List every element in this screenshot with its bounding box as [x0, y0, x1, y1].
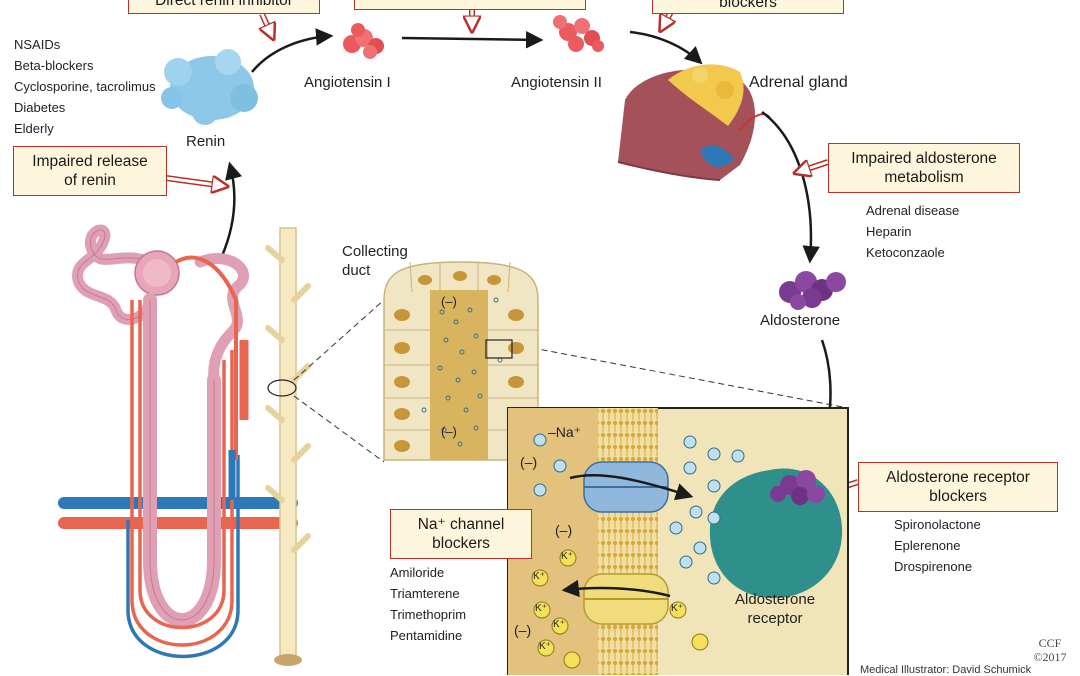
- zoom-line-lower: [293, 395, 385, 463]
- duct-charge-top: (–): [441, 294, 457, 309]
- angiotensin-1-label: Angiotensin I: [304, 74, 391, 91]
- receptor-drugs-list: Spironolactone Eplerenone Drospirenone: [894, 514, 981, 577]
- credit-year: ©2017: [1033, 650, 1067, 664]
- collecting-duct-line: duct: [342, 262, 371, 279]
- cell-zoom-panel: [507, 407, 849, 675]
- aldosterone-label: Aldosterone: [760, 312, 841, 329]
- renin-cause-item: NSAIDs: [14, 37, 61, 52]
- duct-charge-bottom: (–): [441, 424, 457, 439]
- impaired-renin-release-box: Impaired release of renin: [13, 146, 167, 196]
- zoom-line-cell-upper: [511, 343, 849, 409]
- lumen-charge-lower: (–): [514, 622, 532, 638]
- metabolism-causes-list: Adrenal disease Heparin Ketoconzaole: [866, 200, 959, 263]
- channel-drug-item: Amiloride: [390, 565, 445, 580]
- arrow-adrenal-to-aldosterone: [761, 110, 820, 264]
- aldosterone-molecule: [779, 271, 846, 310]
- impaired-renin-release-line: Impaired release: [32, 153, 148, 170]
- collecting-duct-section: [383, 261, 539, 461]
- metabolism-cause-item: Heparin: [866, 224, 912, 239]
- angiotensin-2-molecule: [553, 15, 604, 52]
- nephron-graphic: [58, 224, 311, 666]
- k-ion-label: K⁺: [553, 619, 565, 630]
- direct-renin-inhibitor-box: Direct renin inhibitor: [128, 0, 320, 14]
- renin-cause-item: Elderly: [14, 121, 54, 136]
- collecting-duct-label: Collecting duct: [342, 242, 408, 280]
- renin-label: Renin: [186, 133, 226, 150]
- lumen-charge-upper: (–): [520, 454, 538, 470]
- zoom-line-upper: [293, 299, 385, 381]
- aldosterone-receptor-line: Aldosterone: [735, 591, 816, 608]
- na-ion-label: –Na⁺: [548, 424, 582, 440]
- metabolism-cause-item: Ketoconzaole: [866, 245, 945, 260]
- receptor-drug-item: Drospirenone: [894, 559, 973, 574]
- arb-box-text: blockers: [719, 0, 777, 11]
- angiotensin-1-molecule: [343, 23, 384, 59]
- k-ion-label: K⁺: [539, 641, 551, 652]
- impaired-renin-release-line: of renin: [64, 172, 116, 189]
- receptor-drug-item: Eplerenone: [894, 538, 961, 553]
- credit-org: CCF: [1038, 636, 1062, 650]
- impaired-metabolism-line: Impaired aldosterone: [851, 150, 997, 167]
- na-channel-blockers-line: blockers: [432, 535, 490, 552]
- renin-cause-item: Diabetes: [14, 100, 66, 115]
- lumen-charge-middle: (–): [555, 522, 573, 538]
- metabolism-cause-item: Adrenal disease: [866, 203, 960, 218]
- impaired-metabolism-line: metabolism: [884, 169, 964, 186]
- ace-inhibitor-box: [354, 0, 586, 10]
- impaired-metabolism-box: Impaired aldosterone metabolism: [828, 143, 1020, 193]
- k-ion-label: K⁺: [535, 603, 547, 614]
- arrow-renin-to-ang1: [251, 28, 334, 73]
- na-channel-blockers-box: Na⁺ channel blockers: [390, 509, 532, 559]
- arrow-kidney-to-renin: [220, 161, 243, 257]
- direct-renin-inhibitor-text: Direct renin inhibitor: [155, 0, 293, 9]
- renin-cause-item: Beta-blockers: [14, 58, 94, 73]
- channel-drug-item: Triamterene: [390, 586, 460, 601]
- copyright-credit: CCF ©2017: [1022, 636, 1078, 664]
- aldosterone-receptor-label: Aldosterone receptor: [735, 590, 815, 628]
- na-channel-blockers-line: Na⁺ channel: [417, 516, 505, 533]
- collecting-duct-line: Collecting: [342, 243, 408, 260]
- receptor-blockers-line: Aldosterone receptor: [886, 469, 1030, 486]
- arrow-ang1-to-ang2: [401, 31, 544, 49]
- renin-molecule: [161, 49, 258, 125]
- adrenal-gland-graphic: [617, 64, 771, 181]
- channel-drug-item: Trimethoprim: [390, 607, 467, 622]
- illustrator-credit: Medical Illustrator: David Schumick: [860, 664, 1032, 676]
- receptor-blockers-box: Aldosterone receptor blockers: [858, 462, 1058, 512]
- k-ion-label: K⁺: [533, 571, 545, 582]
- k-ion-label: K⁺: [671, 603, 683, 614]
- renin-cause-item: Cyclosporine, tacrolimus: [14, 79, 156, 94]
- adrenal-gland-label: Adrenal gland: [749, 74, 848, 91]
- receptor-blockers-line: blockers: [929, 488, 987, 505]
- aldosterone-receptor-line: receptor: [747, 610, 803, 627]
- arb-box: blockers: [652, 0, 844, 14]
- arrow-ang2-to-adrenal: [629, 30, 703, 65]
- receptor-drug-item: Spironolactone: [894, 517, 981, 532]
- channel-drugs-list: Amiloride Triamterene Trimethoprim Penta…: [390, 562, 466, 646]
- renin-causes-list: NSAIDs Beta-blockers Cyclosporine, tacro…: [14, 34, 156, 139]
- k-ion-label: K⁺: [561, 551, 573, 562]
- channel-drug-item: Pentamidine: [390, 628, 463, 643]
- angiotensin-2-label: Angiotensin II: [511, 74, 602, 91]
